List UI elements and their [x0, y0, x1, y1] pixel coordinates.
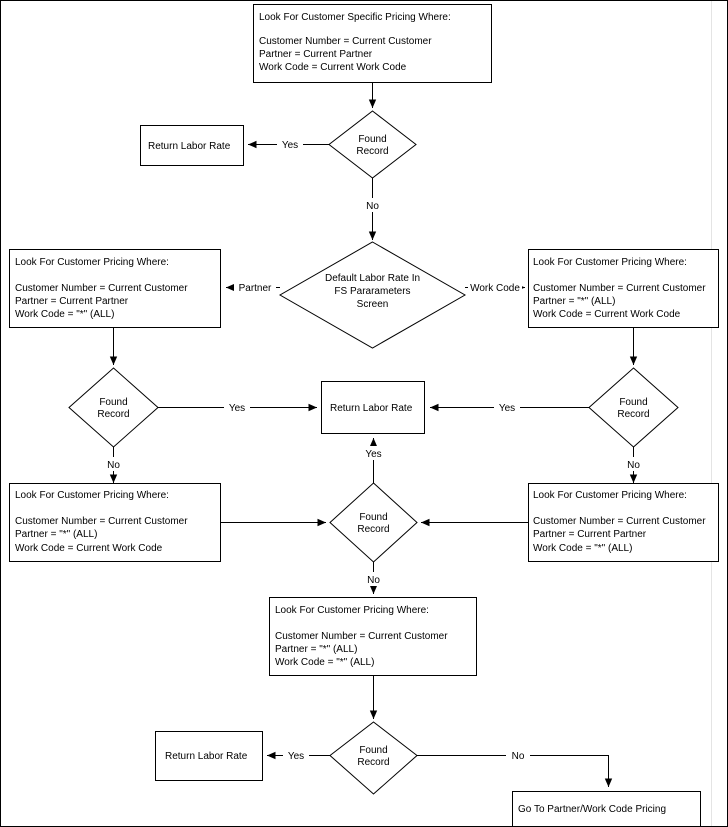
- node-n5-line-3: Partner = Current Partner: [533, 529, 647, 540]
- decision-d4-line-0: Found: [619, 397, 647, 408]
- decision-default-labor-rate: Default Labor Rate In FS Pararameters Sc…: [278, 241, 467, 349]
- node-return-labor-rate-1: Return Labor Rate: [140, 125, 244, 166]
- node-n1-line-2: Customer Number = Current Customer: [259, 36, 432, 47]
- node-look-specific-pricing: Look For Customer Specific Pricing Where…: [253, 4, 492, 83]
- node-look-customer-pricing-right: Look For Customer Pricing Where: Custome…: [528, 249, 719, 328]
- node-n2-line-4: Work Code = "*" (ALL): [15, 309, 114, 320]
- node-n4-line-3: Partner = "*" (ALL): [15, 529, 97, 540]
- decision-d6-line-1: Record: [357, 757, 389, 768]
- node-n1-line-0: Look For Customer Specific Pricing Where…: [259, 12, 451, 23]
- node-n1-line-4: Work Code = Current Work Code: [259, 62, 407, 73]
- node-n5-line-0: Look For Customer Pricing Where:: [533, 490, 687, 501]
- edge-label-d3-no: No: [107, 460, 120, 471]
- node-go-to-partner-work-code-pricing: Go To Partner/Work Code Pricing: [512, 791, 701, 827]
- node-r2-line-0: Return Labor Rate: [330, 403, 413, 414]
- node-n1-line-3: Partner = Current Partner: [259, 49, 373, 60]
- decision-d4-line-1: Record: [617, 409, 649, 420]
- edge-label-d1-no: No: [366, 201, 379, 212]
- node-n6-line-2: Customer Number = Current Customer: [275, 631, 448, 642]
- decision-d6-line-0: Found: [359, 745, 387, 756]
- node-n3-line-4: Work Code = Current Work Code: [533, 309, 681, 320]
- edge-label-d1-yes: Yes: [282, 140, 298, 151]
- node-n2-line-0: Look For Customer Pricing Where:: [15, 257, 169, 268]
- node-return-labor-rate-3: Return Labor Rate: [155, 731, 263, 781]
- node-n6-line-3: Partner = "*" (ALL): [275, 644, 357, 655]
- edge-label-d5-yes: Yes: [365, 449, 381, 460]
- decision-found-record-4: Found Record: [329, 482, 418, 563]
- node-look-customer-pricing-left: Look For Customer Pricing Where: Custome…: [9, 249, 221, 328]
- decision-d3-line-0: Found: [99, 397, 127, 408]
- node-return-labor-rate-2: Return Labor Rate: [321, 381, 425, 434]
- node-n4-line-0: Look For Customer Pricing Where:: [15, 490, 169, 501]
- decision-found-record-3: Found Record: [588, 367, 679, 448]
- decision-d2-line-2: Screen: [357, 299, 389, 310]
- node-n2-line-3: Partner = Current Partner: [15, 296, 129, 307]
- node-n3-line-3: Partner = "*" (ALL): [533, 296, 615, 307]
- decision-d5-line-0: Found: [359, 512, 387, 523]
- node-n3-line-2: Customer Number = Current Customer: [533, 283, 706, 294]
- edge-label-d5-no: No: [367, 575, 380, 586]
- node-look-customer-pricing-all: Look For Customer Pricing Where: Custome…: [269, 597, 477, 676]
- edge-label-d6-yes: Yes: [288, 751, 304, 762]
- node-n3-line-0: Look For Customer Pricing Where:: [533, 257, 687, 268]
- node-n5-line-2: Customer Number = Current Customer: [533, 516, 706, 527]
- decision-d5-line-1: Record: [357, 524, 389, 535]
- node-r1-line-0: Return Labor Rate: [148, 141, 231, 152]
- decision-d2-line-0: Default Labor Rate In: [325, 273, 420, 284]
- edge-label-d2-partner: Partner: [239, 283, 272, 294]
- node-n6-line-0: Look For Customer Pricing Where:: [275, 605, 429, 616]
- decision-d1-line-1: Record: [356, 146, 388, 157]
- edge-label-d3-yes: Yes: [229, 403, 245, 414]
- edge-label-d6-no: No: [512, 751, 525, 762]
- node-look-customer-pricing-right-lower: Look For Customer Pricing Where: Custome…: [528, 483, 719, 562]
- edge-label-d2-workcode: Work Code: [470, 283, 520, 294]
- node-n7-line-0: Go To Partner/Work Code Pricing: [518, 804, 666, 815]
- decision-d3-line-1: Record: [97, 409, 129, 420]
- decision-found-record-2: Found Record: [68, 367, 159, 448]
- node-r3-line-0: Return Labor Rate: [165, 751, 248, 762]
- edge-label-d4-yes: Yes: [499, 403, 515, 414]
- decision-found-record-5: Found Record: [329, 721, 418, 795]
- node-n5-line-4: Work Code = "*" (ALL): [533, 543, 632, 554]
- edge-d6-no-to-n7: [417, 755, 613, 787]
- node-n6-line-4: Work Code = "*" (ALL): [275, 657, 374, 668]
- edge-label-d4-no: No: [627, 460, 640, 471]
- decision-found-record-1: Found Record: [328, 110, 417, 179]
- node-n4-line-4: Work Code = Current Work Code: [15, 543, 163, 554]
- decision-d1-line-0: Found: [358, 134, 386, 145]
- node-n2-line-2: Customer Number = Current Customer: [15, 283, 188, 294]
- node-look-customer-pricing-left-lower: Look For Customer Pricing Where: Custome…: [9, 483, 221, 562]
- decision-d2-line-1: FS Pararameters: [334, 286, 410, 297]
- node-n4-line-2: Customer Number = Current Customer: [15, 516, 188, 527]
